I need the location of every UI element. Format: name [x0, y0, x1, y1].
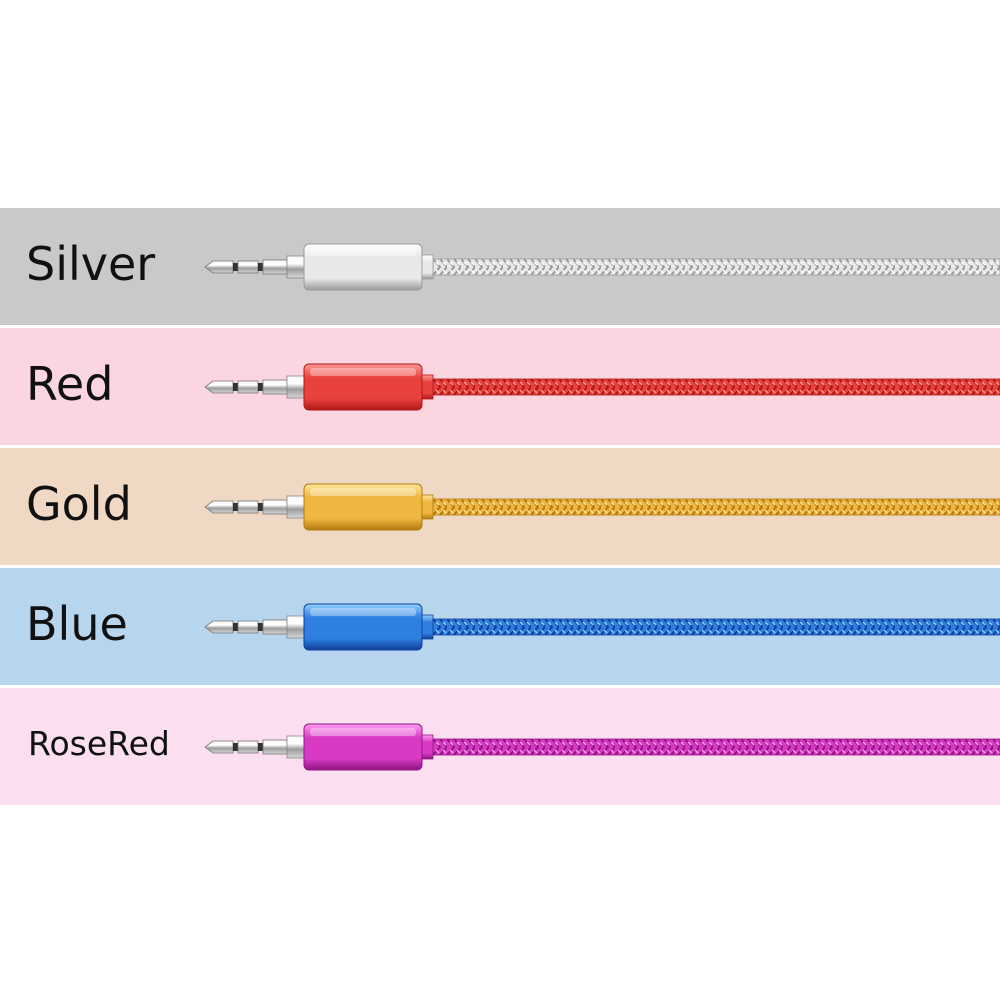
aux-cable-image: [204, 603, 1000, 651]
cable-drawing: [204, 483, 1000, 531]
cable-drawing: [204, 723, 1000, 771]
braided-cable: [433, 619, 1000, 635]
aux-cable-image: [204, 723, 1000, 771]
braided-cable: [433, 379, 1000, 395]
cable-drawing: [204, 603, 1000, 651]
variant-label: Red: [26, 357, 114, 411]
plug-tip: [204, 620, 234, 634]
plug-tip: [204, 260, 234, 274]
variant-row-red: Red: [0, 328, 1000, 445]
variant-row-blue: Blue: [0, 568, 1000, 685]
variant-row-gold: Gold: [0, 448, 1000, 565]
plug-tip: [204, 740, 234, 754]
braided-cable: [433, 259, 1000, 275]
cable-drawing: [204, 363, 1000, 411]
variant-row-rosered: RoseRed: [0, 688, 1000, 805]
variant-label: Gold: [26, 477, 132, 531]
variant-label: Blue: [26, 597, 128, 651]
aux-cable-image: [204, 243, 1000, 291]
plug-tip: [204, 500, 234, 514]
cable-drawing: [204, 243, 1000, 291]
variant-row-silver: Silver: [0, 208, 1000, 325]
braided-cable: [433, 499, 1000, 515]
braided-cable: [433, 739, 1000, 755]
variant-label: Silver: [26, 237, 156, 291]
plug-tip: [204, 380, 234, 394]
variant-label: RoseRed: [28, 724, 170, 763]
aux-cable-image: [204, 363, 1000, 411]
aux-cable-image: [204, 483, 1000, 531]
color-variant-list: Silver Red Gold Blue RoseRed: [0, 208, 1000, 808]
